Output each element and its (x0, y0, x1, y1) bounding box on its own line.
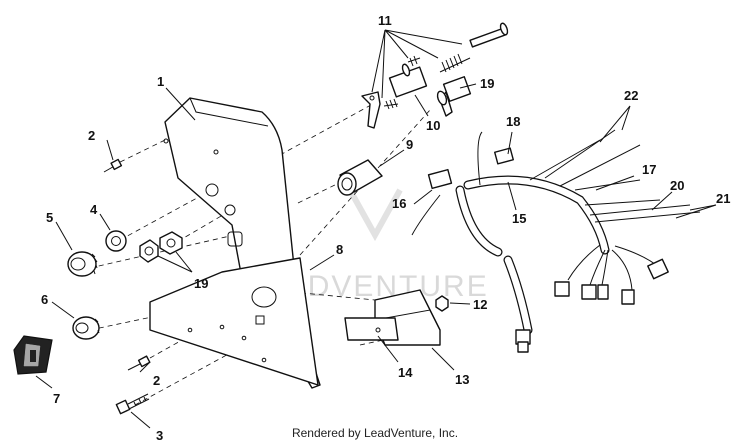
callout-21: 21 (716, 191, 730, 206)
callout-5: 5 (46, 210, 53, 225)
callout-leaders (35, 29, 717, 429)
callout-15: 15 (512, 211, 526, 226)
callout-7: 7 (53, 391, 60, 406)
part-19-toggle-switch (436, 76, 472, 117)
part-9-switch (337, 159, 383, 196)
callout-labels: 1 2 2 3 4 5 6 7 8 9 10 11 12 13 14 15 16… (41, 13, 730, 443)
harness-connectors (554, 244, 669, 305)
part-2-screw-upper (103, 158, 123, 173)
callout-2-lower: 2 (153, 373, 160, 388)
callout-10: 10 (426, 118, 440, 133)
callout-16: 16 (392, 196, 406, 211)
part-3-bolt (115, 393, 150, 415)
callout-17: 17 (642, 162, 656, 177)
part-5-knurled-nut (67, 251, 98, 277)
callout-19-lower: 19 (194, 276, 208, 291)
part-15-wiring-harness (411, 129, 701, 353)
callout-8: 8 (336, 242, 343, 257)
callout-4: 4 (90, 202, 98, 217)
part-19-nuts (139, 231, 183, 263)
callout-14: 14 (398, 365, 413, 380)
part-11-hardware (401, 22, 509, 77)
callout-9: 9 (406, 137, 413, 152)
callout-20: 20 (670, 178, 684, 193)
callout-6: 6 (41, 292, 48, 307)
part-4-nut (105, 230, 127, 252)
callout-3: 3 (156, 428, 163, 443)
callout-12: 12 (473, 297, 487, 312)
part-8-lower-panel (149, 257, 319, 386)
callout-18: 18 (506, 114, 520, 129)
callout-13: 13 (455, 372, 469, 387)
callout-2-upper: 2 (88, 128, 95, 143)
callout-19-upper: 19 (480, 76, 494, 91)
part-7-key-switch (13, 335, 53, 375)
part-6-knurled-nut (72, 316, 100, 340)
callout-1: 1 (157, 74, 164, 89)
callout-11: 11 (378, 13, 392, 28)
callout-22: 22 (624, 88, 638, 103)
part-2-screw-lower (127, 355, 151, 371)
footer-credit: Rendered by LeadVenture, Inc. (291, 426, 459, 440)
part-12-nut (435, 295, 449, 312)
part-14-bracket (344, 317, 399, 341)
